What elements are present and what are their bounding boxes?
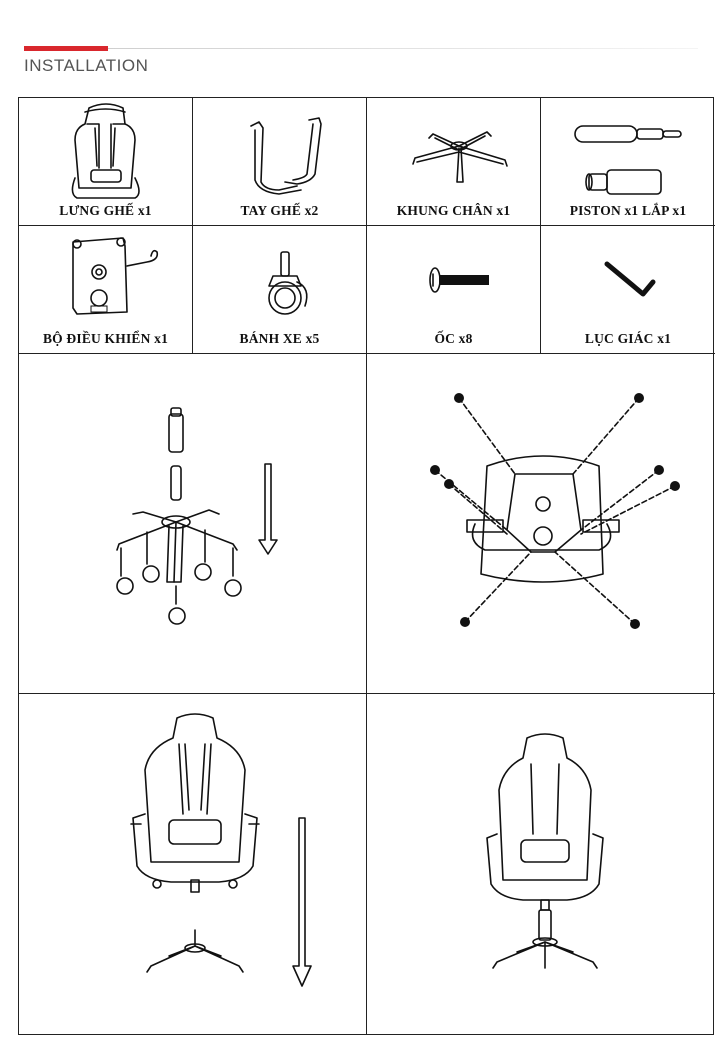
part-label: ỐC x8 xyxy=(434,331,473,346)
part-label: KHUNG CHÂN x1 xyxy=(396,203,511,218)
part-label: TAY GHẾ x2 xyxy=(240,203,319,218)
chair-back-icon xyxy=(71,103,140,199)
part-cell-caster-wheel: BÁNH XE x5 xyxy=(193,226,367,354)
step-1-cell xyxy=(19,354,367,694)
hex-key-icon xyxy=(604,261,656,297)
chair-onto-base-diagram xyxy=(130,713,312,987)
part-cell-control-mechanism: BỘ ĐIỀU KHIỂN x1 xyxy=(19,226,193,354)
piston-icon xyxy=(574,125,682,195)
part-cell-hex-key: LỤC GIÁC x1 xyxy=(541,226,715,354)
header-accent-bar xyxy=(24,46,108,51)
control-mechanism-icon xyxy=(72,237,159,315)
part-label: LỤC GIÁC x1 xyxy=(584,331,672,346)
assembled-chair-diagram xyxy=(486,733,604,969)
step-3-cell xyxy=(19,694,367,1034)
part-label: BỘ ĐIỀU KHIỂN x1 xyxy=(42,331,169,346)
step-4-cell xyxy=(367,694,715,1034)
part-cell-screw: ỐC x8 xyxy=(367,226,541,354)
page-title: INSTALLATION xyxy=(24,56,149,75)
step-2-cell xyxy=(367,354,715,694)
armrest-icon xyxy=(250,117,322,195)
base-assembly-diagram xyxy=(116,407,278,625)
installation-grid: LƯNG GHẾ x1 TAY GHẾ x2 KHUNG CHÂN x1 PI xyxy=(18,97,715,1035)
part-cell-piston: PISTON x1 LẮP x1 xyxy=(541,98,715,226)
part-label: LƯNG GHẾ x1 xyxy=(59,203,152,218)
part-label: PISTON x1 LẮP x1 xyxy=(569,203,687,218)
screw-icon xyxy=(429,267,489,293)
header-divider xyxy=(108,48,698,49)
caster-wheel-icon xyxy=(268,251,308,315)
part-cell-star-base: KHUNG CHÂN x1 xyxy=(367,98,541,226)
seat-underside-screws-diagram xyxy=(430,393,680,629)
star-base-icon xyxy=(412,131,508,183)
part-cell-armrest: TAY GHẾ x2 xyxy=(193,98,367,226)
part-cell-chair-back: LƯNG GHẾ x1 xyxy=(19,98,193,226)
part-label: BÁNH XE x5 xyxy=(239,331,320,346)
